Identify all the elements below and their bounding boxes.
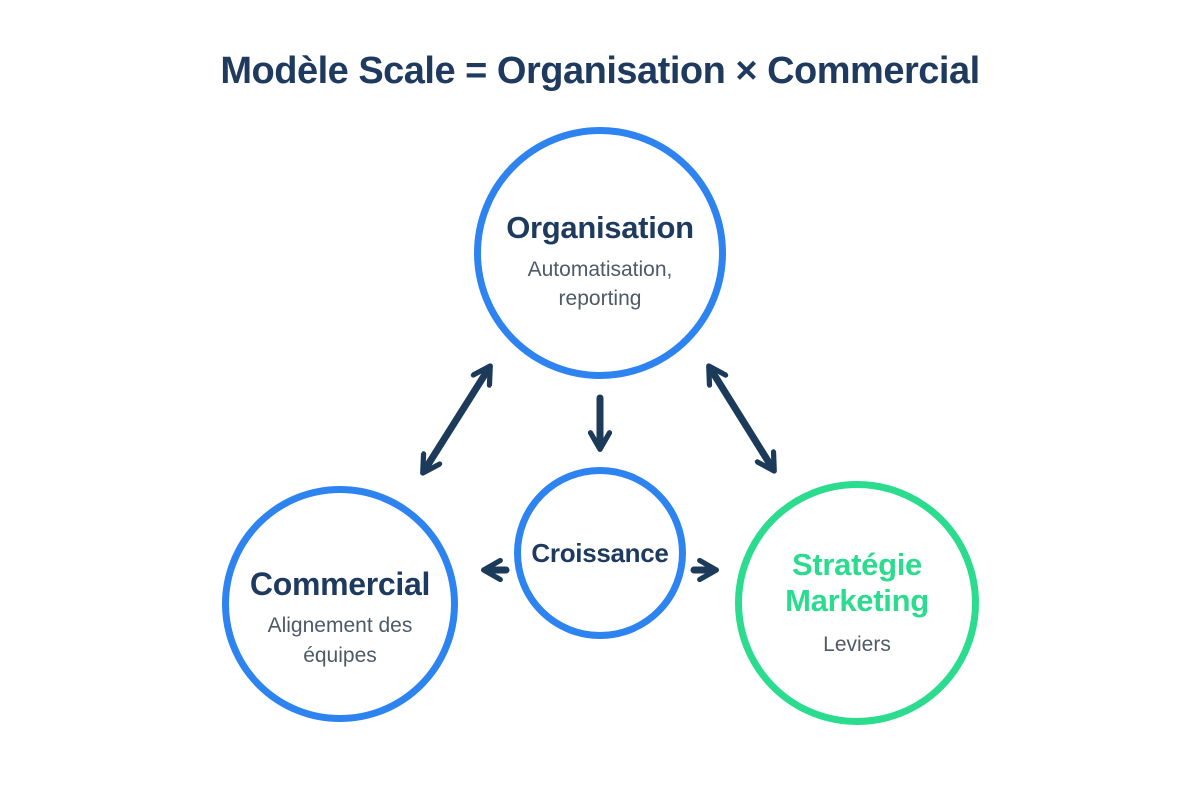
node-strategie-marketing: Stratégie Marketing Leviers: [735, 481, 979, 725]
arrow-organisation-strategie-bidirectional: [710, 368, 773, 469]
node-commercial-label: Commercial: [249, 565, 431, 602]
node-organisation: Organisation Automatisation, reporting: [474, 127, 726, 379]
node-organisation-sublabel: Automatisation, reporting: [527, 257, 673, 311]
node-commercial: Commercial Alignement des équipes: [222, 486, 458, 722]
node-croissance: Croissance: [514, 467, 686, 639]
node-strategie-marketing-label: Stratégie Marketing: [785, 546, 929, 619]
node-croissance-label: Croissance: [531, 537, 669, 568]
node-commercial-sublabel: Alignement des équipes: [267, 614, 413, 667]
diagram-title: Modèle Scale = Organisation × Commercial: [220, 50, 980, 92]
node-organisation-label: Organisation: [506, 210, 694, 246]
arrow-organisation-commercial-bidirectional: [424, 368, 489, 471]
node-strategie-marketing-sublabel: Leviers: [823, 632, 891, 656]
